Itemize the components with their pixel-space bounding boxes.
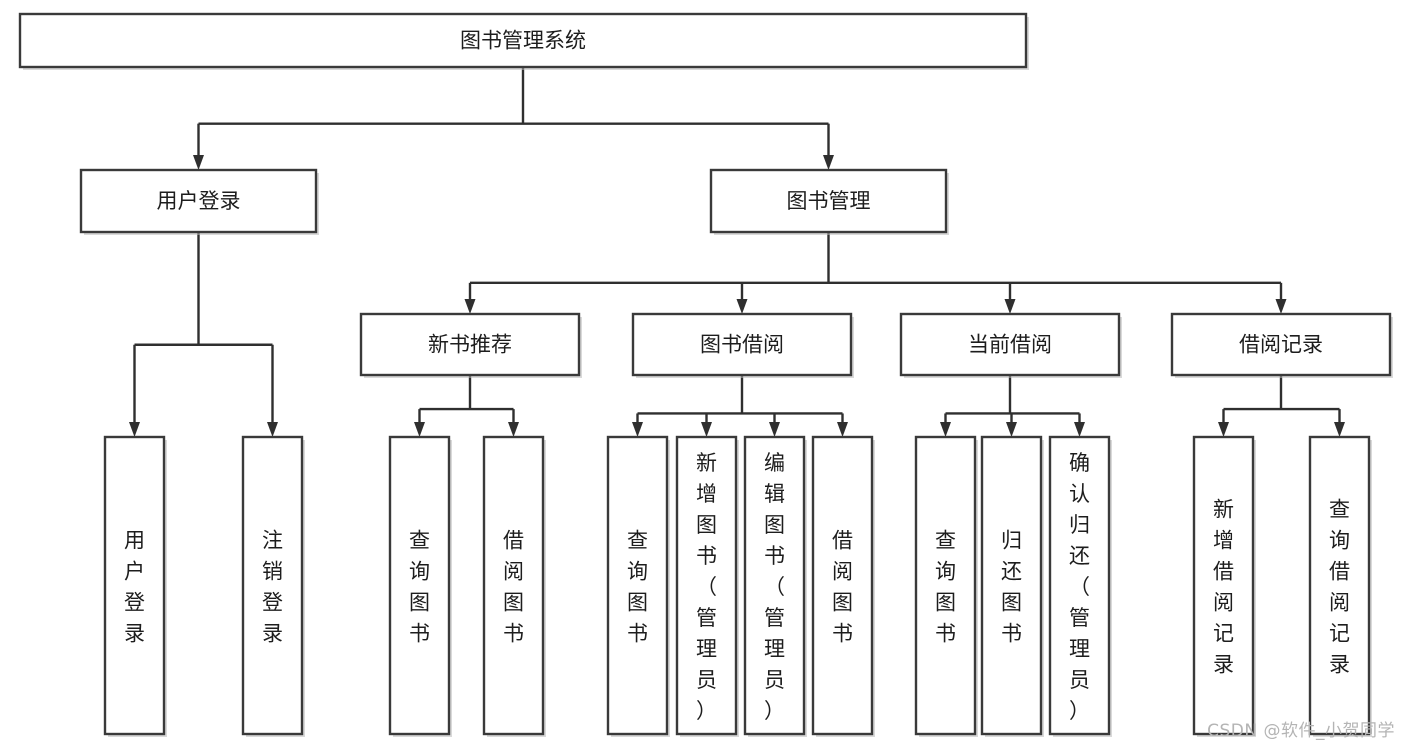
node-box[interactable] [388,435,451,736]
node-label: 借阅记录 [1239,333,1323,357]
node-box[interactable] [79,168,318,234]
node-l-query-record[interactable]: 查询借阅记录 [1308,435,1372,737]
node-box[interactable] [675,435,738,736]
node-box[interactable] [743,435,806,736]
node-l-logout[interactable]: 注销登录 [241,435,305,737]
node-label: 查询图书 [627,529,648,646]
node-label: 图书管理 [787,189,871,213]
node-label: 新增图书（管理员） [696,451,717,723]
node-box[interactable] [1192,435,1255,736]
node-label: 用户登录 [157,189,241,213]
node-box[interactable] [359,312,581,377]
node-label: 编辑图书（管理员） [764,451,785,723]
node-box[interactable] [980,435,1043,736]
node-n-borrow-record[interactable]: 借阅记录 [1170,312,1393,378]
node-l-query-book-2[interactable]: 查询图书 [606,435,670,737]
node-box[interactable] [18,12,1028,69]
node-l-add-book[interactable]: 新增图书（管理员） [675,435,739,737]
node-l-return-book[interactable]: 归还图书 [980,435,1044,737]
node-box[interactable] [241,435,304,736]
node-label: 查询图书 [409,529,430,646]
node-label: 新增借阅记录 [1213,498,1234,677]
node-box[interactable] [606,435,669,736]
node-l-edit-book[interactable]: 编辑图书（管理员） [743,435,807,737]
connector-group [940,375,1085,437]
node-l-user-login[interactable]: 用户登录 [103,435,167,737]
node-root[interactable]: 图书管理系统 [18,12,1029,70]
node-n-new-book-rec[interactable]: 新书推荐 [359,312,582,378]
nodes-layer: 图书管理系统用户登录图书管理新书推荐图书借阅当前借阅借阅记录用户登录注销登录查询… [18,12,1393,737]
node-n-user-login[interactable]: 用户登录 [79,168,319,235]
node-box[interactable] [631,312,853,377]
connector-group [632,375,848,437]
node-l-borrow-book-2[interactable]: 借阅图书 [811,435,875,737]
node-label: 查询借阅记录 [1329,498,1350,677]
node-l-borrow-book-1[interactable]: 借阅图书 [482,435,546,737]
node-label: 查询图书 [935,529,956,646]
node-label: 归还图书 [1001,529,1022,646]
node-label: 注销登录 [262,529,283,646]
node-box[interactable] [482,435,545,736]
node-n-book-borrow[interactable]: 图书借阅 [631,312,854,378]
node-box[interactable] [899,312,1121,377]
node-l-query-book-1[interactable]: 查询图书 [388,435,452,737]
node-box[interactable] [709,168,948,234]
node-label: 用户登录 [124,529,145,646]
node-box[interactable] [1048,435,1111,736]
connectors-layer [129,67,1345,437]
node-box[interactable] [811,435,874,736]
node-label: 新书推荐 [428,333,512,357]
node-label: 当前借阅 [968,333,1052,357]
node-n-book-mgmt[interactable]: 图书管理 [709,168,949,235]
node-box[interactable] [914,435,977,736]
node-n-current-borrow[interactable]: 当前借阅 [899,312,1122,378]
node-label: 借阅图书 [832,529,853,646]
node-box[interactable] [1308,435,1371,736]
node-label: 借阅图书 [503,529,524,646]
connector-group [129,232,278,437]
connector-group [464,232,1287,314]
node-label: 图书借阅 [700,333,784,357]
node-label: 确认归还（管理员） [1069,451,1090,723]
node-l-add-record[interactable]: 新增借阅记录 [1192,435,1256,737]
connector-group [193,67,834,170]
connector-group [414,375,519,437]
node-box[interactable] [1170,312,1392,377]
connector-group [1218,375,1345,437]
node-l-query-book-3[interactable]: 查询图书 [914,435,978,737]
node-box[interactable] [103,435,166,736]
node-l-confirm-return[interactable]: 确认归还（管理员） [1048,435,1112,737]
node-label: 图书管理系统 [460,29,586,53]
